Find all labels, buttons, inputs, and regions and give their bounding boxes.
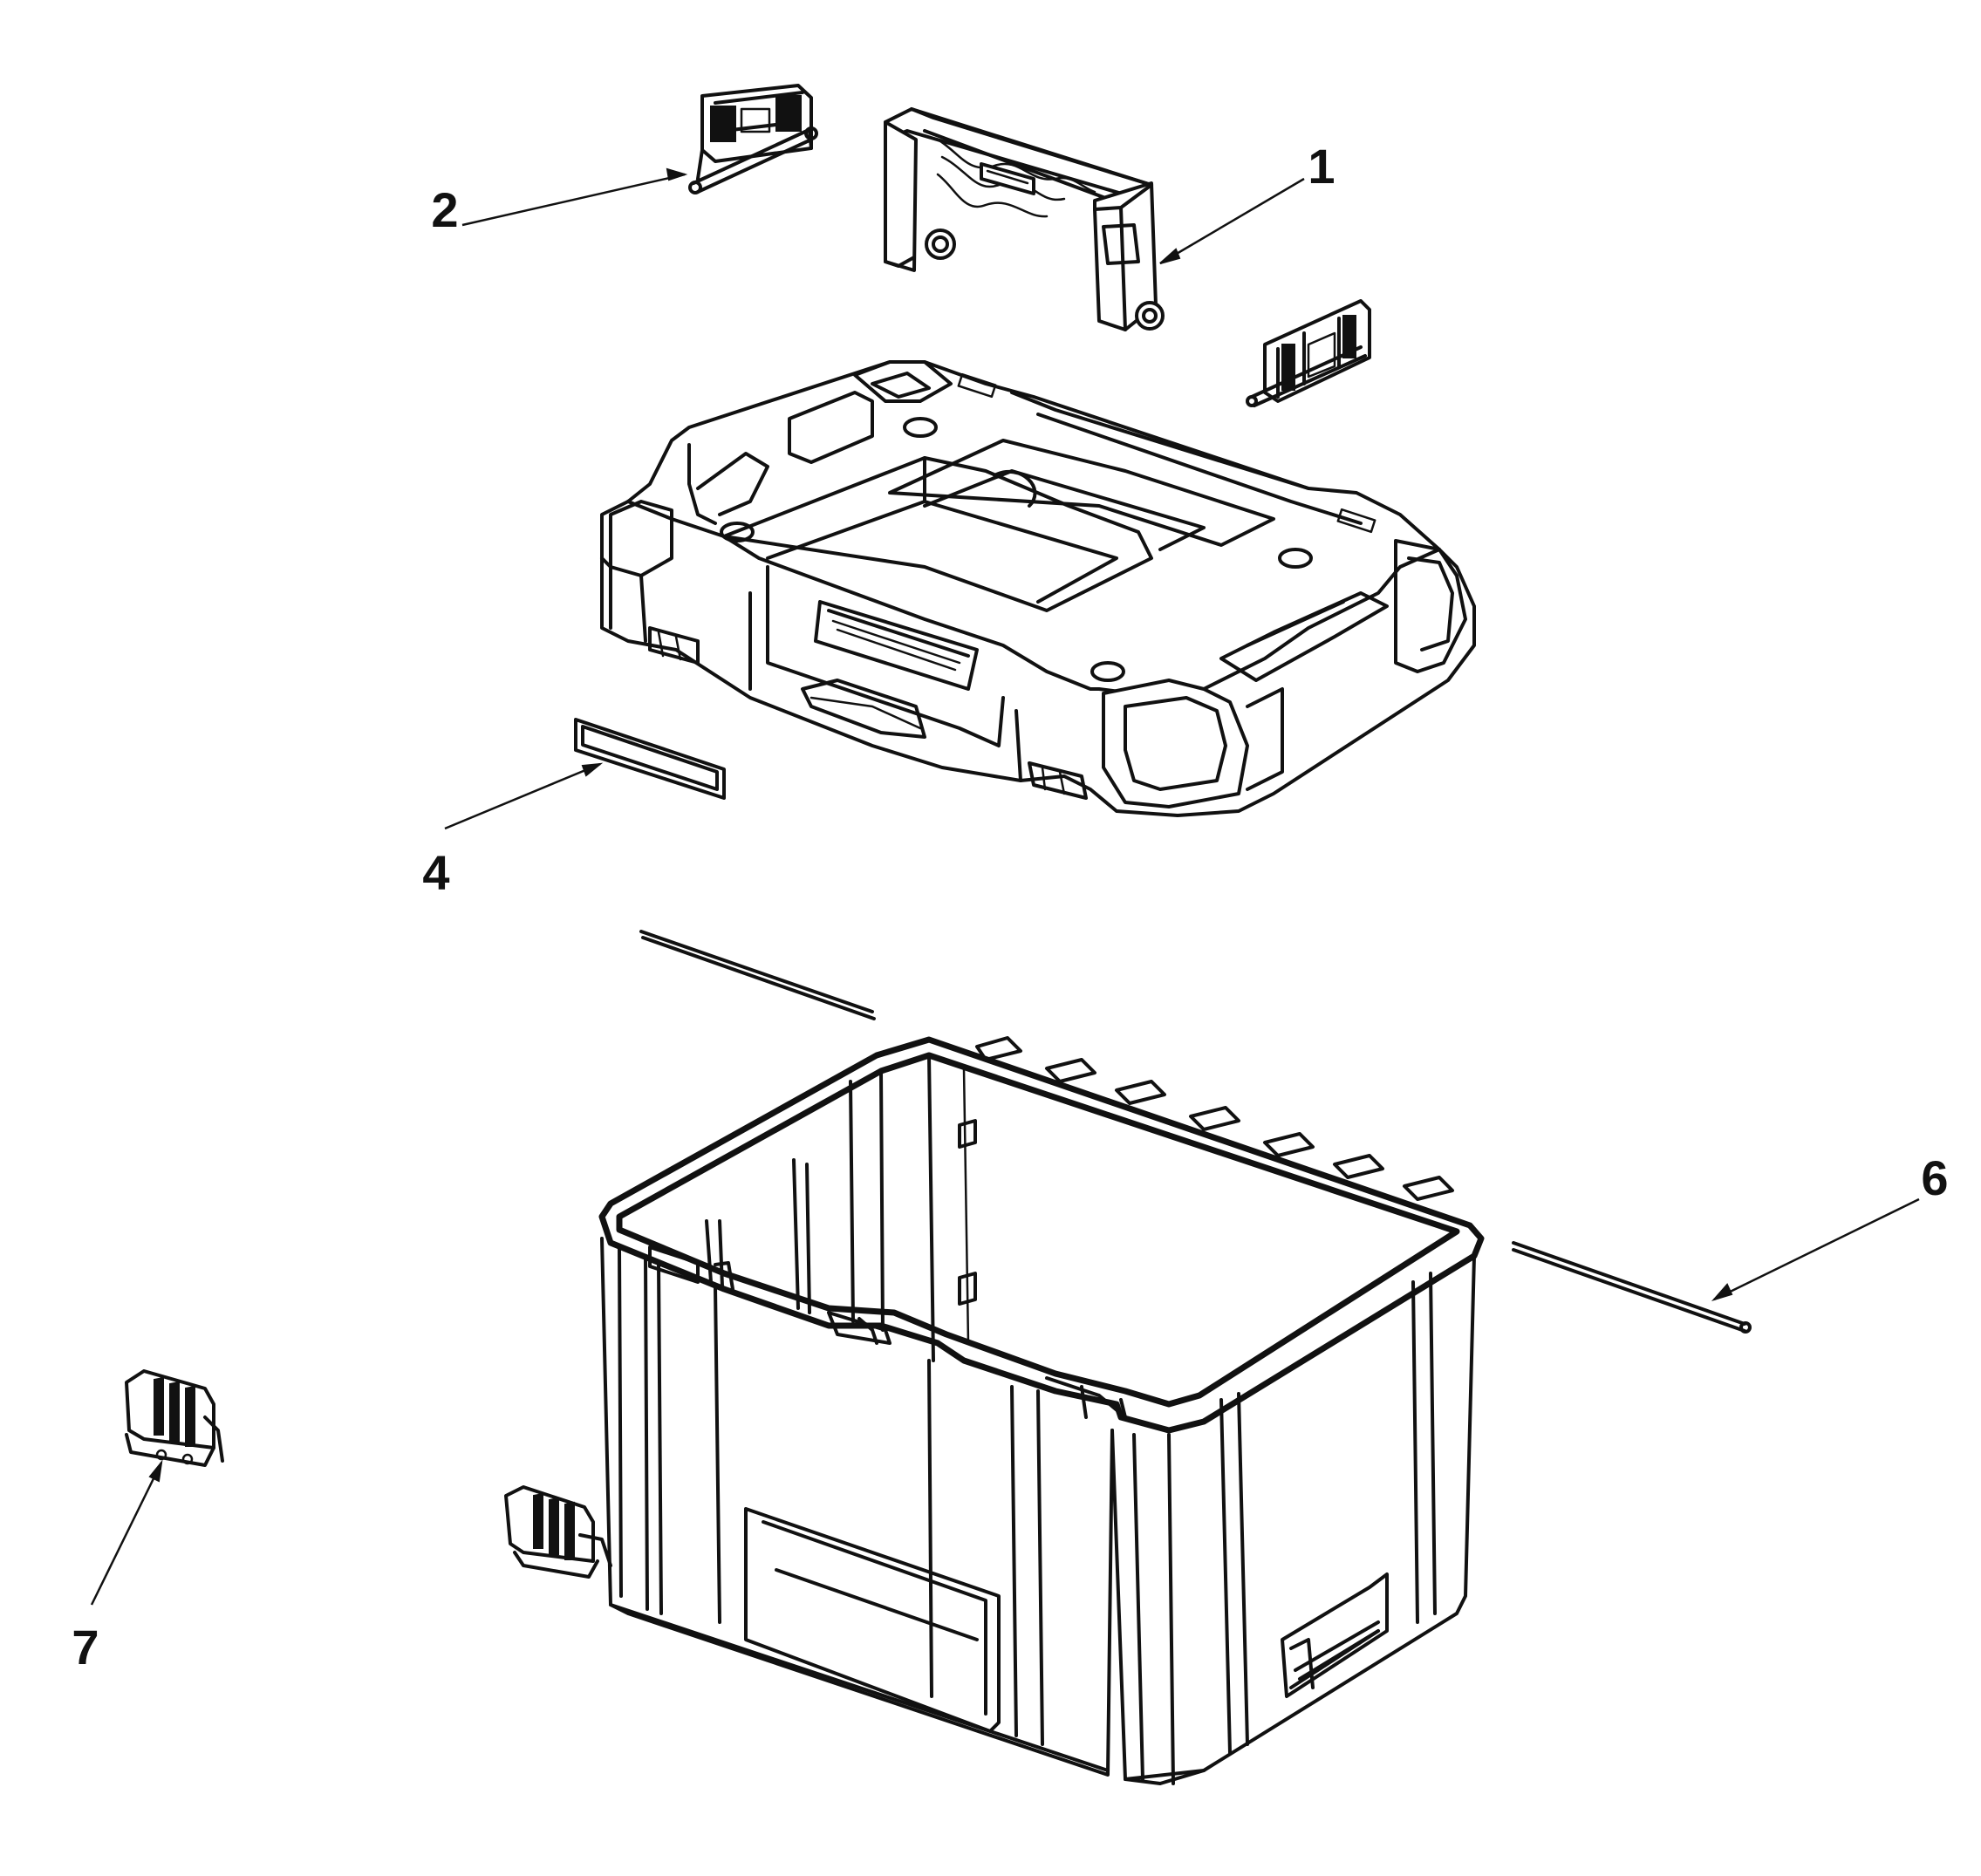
callout-7: 7 [72,1620,99,1675]
lid[interactable] [600,360,1476,817]
callout-2: 2 [431,182,458,237]
callout-1: 1 [1308,139,1335,194]
leader-lines [90,167,1920,1606]
part-1-carry-handle[interactable] [884,107,1165,331]
callout-4: 4 [422,845,449,900]
box-latch-attached[interactable] [504,1485,612,1579]
right-latch-hinge[interactable] [1246,299,1371,407]
rear-hinge-tabs [975,1036,1454,1201]
base-box[interactable] [598,1036,1485,1785]
part-6-hinge-pin[interactable] [1512,1241,1752,1334]
callout-6: 6 [1921,1150,1948,1205]
hinge-pin-upper[interactable] [639,930,876,1020]
part-2-hinge-latch[interactable] [688,84,818,194]
part-7-latch[interactable] [125,1369,224,1467]
part-4-label-plate[interactable] [574,718,726,800]
